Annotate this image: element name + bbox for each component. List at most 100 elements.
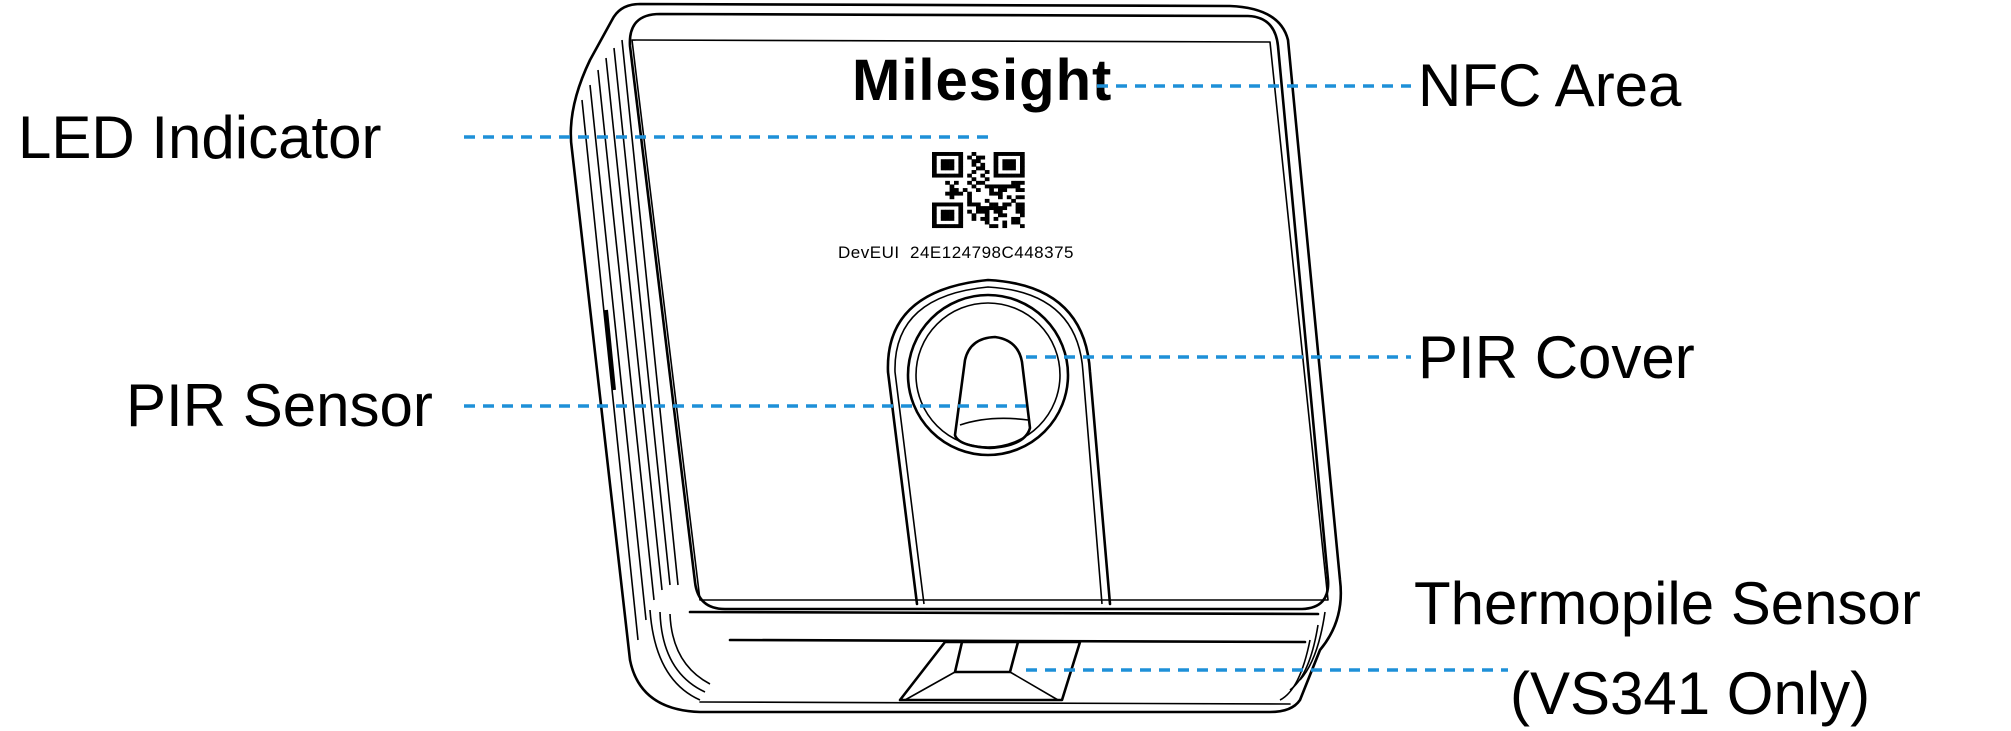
qr-module — [1006, 162, 1012, 167]
qr-module — [967, 173, 972, 178]
qr-module — [980, 155, 986, 160]
qr-module — [971, 213, 977, 218]
qr-module — [971, 162, 977, 167]
qr-module — [998, 184, 1003, 189]
qr-module — [993, 224, 999, 229]
qr-module — [1015, 184, 1021, 189]
qr-module — [940, 166, 946, 171]
qr-module — [936, 173, 942, 178]
qr-module — [998, 213, 1003, 218]
qr-module — [1011, 166, 1016, 171]
qr-module — [936, 202, 942, 207]
qr-module — [1020, 188, 1025, 192]
qr-module — [1006, 166, 1012, 171]
qr-module — [993, 191, 999, 196]
qr-module — [1002, 152, 1008, 156]
qr-module — [932, 166, 937, 171]
qr-module — [1002, 224, 1008, 229]
qr-module — [1015, 209, 1021, 214]
qr-module — [949, 209, 955, 214]
qr-module — [1020, 155, 1025, 160]
qr-module — [998, 173, 1003, 178]
qr-module — [1002, 202, 1008, 207]
qr-module — [945, 213, 950, 218]
pir-cover — [886, 278, 1112, 606]
qr-module — [1011, 220, 1016, 225]
qr-module — [945, 209, 950, 214]
qr-module — [932, 152, 937, 156]
qr-module — [958, 162, 964, 167]
qr-module — [971, 159, 977, 164]
qr-module — [945, 152, 950, 156]
qr-module — [980, 180, 986, 185]
qr-module — [1020, 159, 1025, 164]
qr-module — [954, 202, 959, 207]
qr-module — [1002, 206, 1008, 211]
qr-module — [1011, 180, 1016, 185]
qr-module — [993, 166, 999, 171]
qr-module — [932, 155, 937, 160]
qr-module — [1020, 180, 1025, 185]
qr-module — [958, 166, 964, 171]
qr-module — [945, 180, 950, 185]
qr-module — [1020, 166, 1025, 171]
qr-module — [993, 173, 999, 178]
qr-module — [954, 188, 959, 192]
qr-module — [932, 162, 937, 167]
qr-module — [971, 177, 977, 182]
qr-module — [945, 216, 950, 221]
qr-module — [936, 224, 942, 229]
qr-module — [949, 162, 955, 167]
qr-module — [976, 166, 981, 171]
qr-module — [984, 177, 990, 182]
qr-module — [1015, 152, 1021, 156]
qr-module — [958, 159, 964, 164]
qr-module — [949, 195, 955, 200]
qr-module — [976, 155, 981, 160]
front-lower-band — [688, 610, 1320, 616]
qr-module — [1002, 213, 1008, 218]
qr-module — [958, 224, 964, 229]
qr-module — [940, 162, 946, 167]
qr-module — [949, 202, 955, 207]
qr-module — [932, 159, 937, 164]
qr-module — [940, 173, 946, 178]
qr-module — [958, 155, 964, 160]
qr-module — [998, 209, 1003, 214]
label-nfc-area: NFC Area — [1418, 52, 1682, 119]
pir-sensor-lens — [953, 335, 1032, 450]
qr-module — [940, 152, 946, 156]
label-thermopile-note: (VS341 Only) — [1510, 660, 1871, 727]
qr-module — [949, 184, 955, 189]
qr-module — [1011, 159, 1016, 164]
qr-module — [1011, 184, 1016, 189]
corner-ribs — [649, 609, 1326, 701]
qr-module — [945, 191, 950, 196]
qr-module — [945, 159, 950, 164]
qr-module — [958, 206, 964, 211]
device-body-outline — [569, 2, 1343, 714]
qr-module — [976, 159, 981, 164]
qr-module — [967, 155, 972, 160]
qr-module — [1002, 184, 1008, 189]
qr-module — [967, 180, 972, 185]
qr-module — [980, 162, 986, 167]
qr-module — [1015, 216, 1021, 221]
qr-module — [1006, 152, 1012, 156]
qr-module — [989, 188, 994, 192]
qr-module — [1015, 195, 1021, 200]
qr-module — [940, 202, 946, 207]
qr-module — [932, 213, 937, 218]
qr-module — [932, 224, 937, 229]
qr-module — [958, 213, 964, 218]
device-logo: Milesight — [852, 48, 1113, 113]
qr-module — [1011, 173, 1016, 178]
qr-module — [1011, 216, 1016, 221]
qr-module — [993, 155, 999, 160]
qr-module — [1020, 213, 1025, 218]
qr-module — [993, 202, 999, 207]
qr-module — [1020, 206, 1025, 211]
qr-module — [932, 206, 937, 211]
qr-module — [958, 209, 964, 214]
